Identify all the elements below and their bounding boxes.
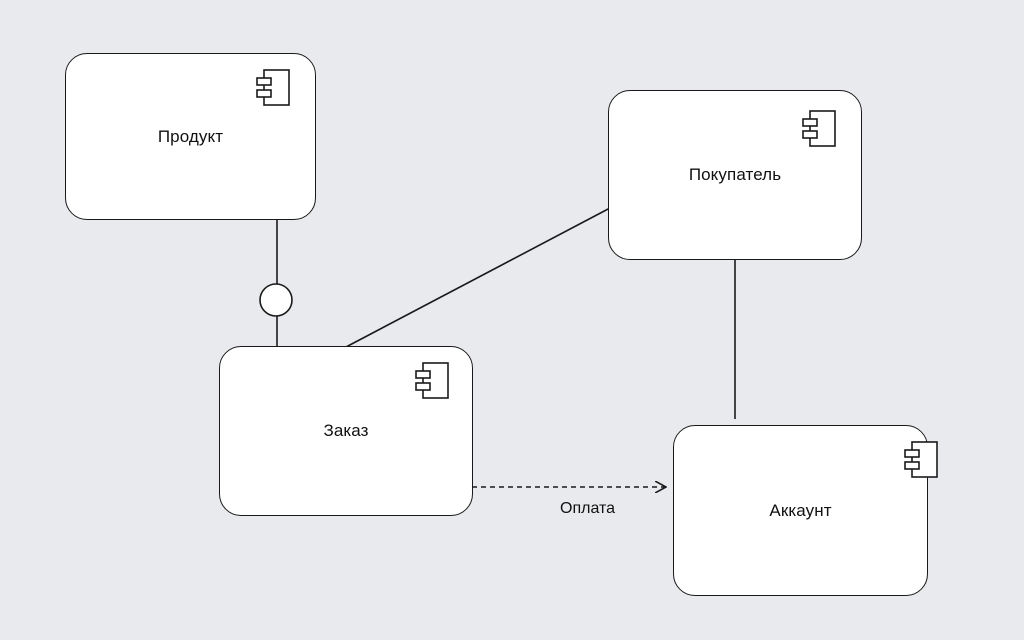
interface-lollipop-icon <box>259 283 293 317</box>
component-order[interactable]: Заказ <box>219 346 473 516</box>
order-customer-association <box>345 207 611 348</box>
uml-component-icon <box>801 110 837 148</box>
component-account[interactable]: Аккаунт <box>673 425 938 596</box>
component-product[interactable]: Продукт <box>65 53 316 220</box>
component-label-account: Аккаунт <box>769 500 832 520</box>
uml-component-icon <box>414 362 450 400</box>
component-label-customer: Покупатель <box>688 165 782 184</box>
component-label-order: Заказ <box>323 421 369 440</box>
component-label-product: Продукт <box>157 126 224 146</box>
dependency-label-payment: Оплата <box>560 500 616 517</box>
uml-component-icon <box>903 441 939 479</box>
component-customer[interactable]: Покупатель <box>608 90 862 260</box>
uml-component-icon <box>255 69 291 107</box>
